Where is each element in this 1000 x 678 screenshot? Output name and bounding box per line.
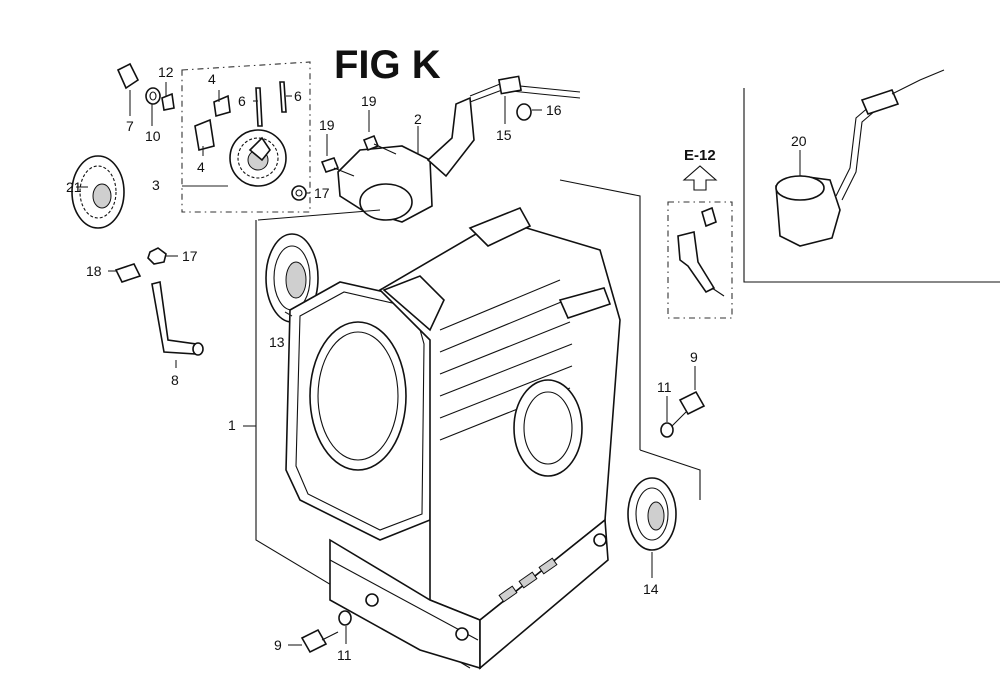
- washer-11b-part[interactable]: [338, 610, 352, 626]
- gear-21-part[interactable]: [71, 155, 125, 229]
- governor-group: [181, 61, 311, 213]
- nut-17-part[interactable]: [147, 247, 167, 265]
- callout-20[interactable]: 20: [791, 133, 807, 149]
- washer-11a-part[interactable]: [660, 422, 674, 438]
- callout-8[interactable]: 8: [171, 372, 179, 388]
- reference-label: E-12: [684, 147, 716, 164]
- bearing-13-part[interactable]: [265, 233, 319, 323]
- callout-7[interactable]: 7: [126, 118, 134, 134]
- tube-15-part[interactable]: [469, 75, 581, 121]
- callout-17a[interactable]: 17: [182, 248, 198, 264]
- governor-pin-part[interactable]: [255, 81, 287, 127]
- callout-14[interactable]: 14: [643, 581, 659, 597]
- callout-10[interactable]: 10: [145, 128, 161, 144]
- callout-1[interactable]: 1: [228, 417, 236, 433]
- up-arrow-icon: [682, 165, 718, 191]
- bolt-9b-part[interactable]: [300, 628, 339, 654]
- callout-18[interactable]: 18: [86, 263, 102, 279]
- callout-labels: 1 2 3 4 4 6 6 7 8 9 9 10 11 11 12 13 14 …: [66, 64, 807, 663]
- callout-9a[interactable]: 9: [690, 349, 698, 365]
- callout-4a[interactable]: 4: [208, 71, 216, 87]
- callout-13[interactable]: 13: [269, 334, 285, 350]
- callout-4b[interactable]: 4: [197, 159, 205, 175]
- lever-8-part[interactable]: [151, 281, 204, 356]
- governor-gear-part[interactable]: [229, 129, 287, 187]
- oil-alert-20-part[interactable]: [775, 69, 945, 247]
- reference-e12-group: E-12: [667, 147, 733, 319]
- sensor-bracket-part[interactable]: [677, 206, 725, 297]
- washer-17b-part[interactable]: [291, 185, 307, 201]
- crankcase-1-part[interactable]: [255, 179, 701, 670]
- callout-6a[interactable]: 6: [238, 93, 246, 109]
- callout-16[interactable]: 16: [546, 102, 562, 118]
- callout-3[interactable]: 3: [152, 177, 160, 193]
- callout-15[interactable]: 15: [496, 127, 512, 143]
- callout-11a[interactable]: 11: [657, 379, 672, 395]
- bolt-9a-part[interactable]: [671, 390, 706, 427]
- callout-17b[interactable]: 17: [314, 185, 330, 201]
- callout-2[interactable]: 2: [414, 111, 422, 127]
- callout-12[interactable]: 12: [158, 64, 174, 80]
- breather-2-part[interactable]: [337, 96, 475, 223]
- callout-19b[interactable]: 19: [319, 117, 335, 133]
- leader-lines: [76, 82, 801, 646]
- oil-seal-14-part[interactable]: [627, 477, 677, 551]
- switch-20-group: [743, 69, 1000, 283]
- callout-21[interactable]: 21: [66, 179, 82, 195]
- figure-title: FIG K: [334, 43, 441, 87]
- bolt-19-parts[interactable]: [320, 134, 397, 177]
- governor-weight-part[interactable]: [194, 94, 231, 151]
- callout-11b[interactable]: 11: [337, 647, 352, 663]
- governor-holder-parts[interactable]: [116, 62, 175, 111]
- callout-6b[interactable]: 6: [294, 88, 302, 104]
- callout-9b[interactable]: 9: [274, 637, 282, 653]
- callout-19a[interactable]: 19: [361, 93, 377, 109]
- clip-18-part[interactable]: [114, 263, 142, 283]
